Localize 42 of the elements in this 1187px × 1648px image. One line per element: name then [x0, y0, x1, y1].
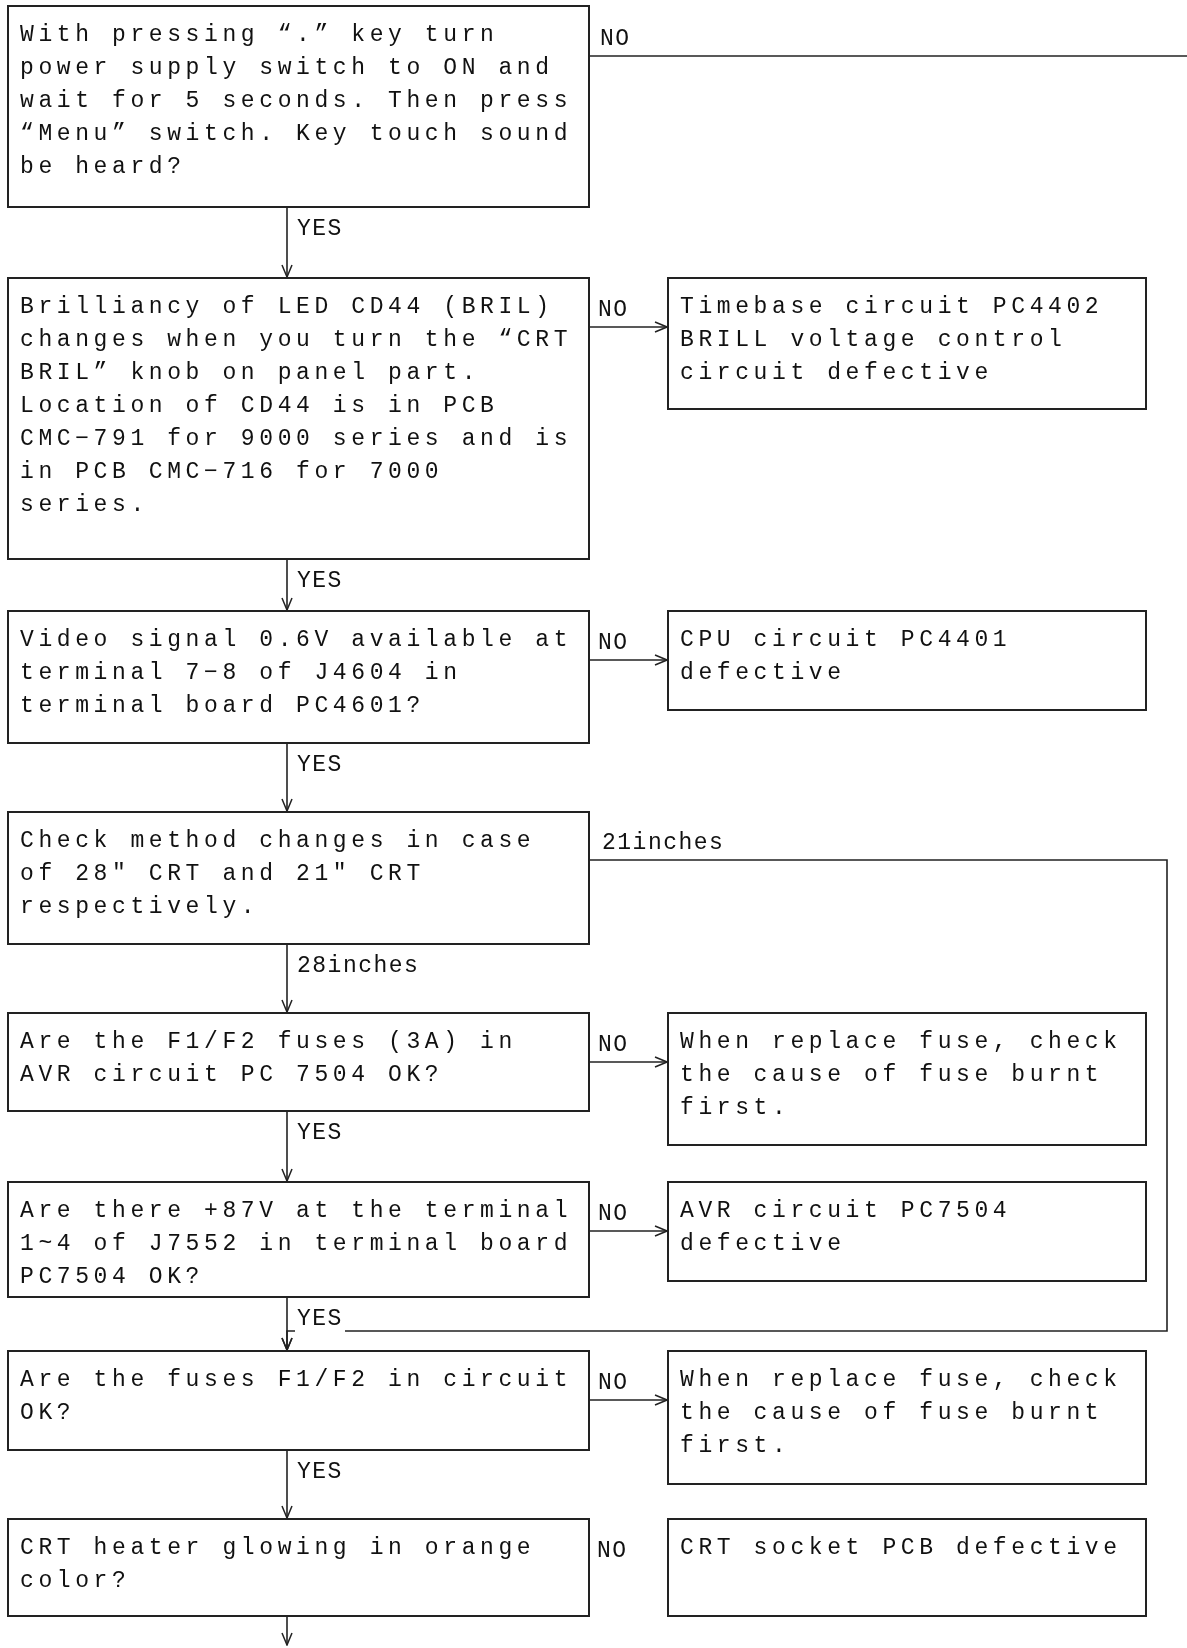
process-box	[7, 811, 590, 945]
arrow	[281, 207, 293, 278]
process-box	[667, 610, 1147, 711]
process-box	[7, 610, 590, 744]
arrow	[589, 1394, 668, 1406]
box-text: Are there +87V at the terminal 1~4 of J7552 in terminal board PC7504 OK?	[20, 1197, 574, 1292]
arrow	[281, 1616, 293, 1646]
box-text: Video signal 0.6V available at terminal 7−8 of J4604 in terminal board PC4601?	[20, 626, 574, 721]
arrow	[281, 1450, 293, 1519]
box-text: Check method changes in case of 28″ CRT and 21″ CRT respectively.	[20, 827, 537, 922]
arrow	[589, 1056, 668, 1068]
arrow	[281, 1111, 293, 1182]
arrow	[589, 1225, 668, 1237]
process-box	[667, 1350, 1147, 1485]
process-box	[7, 277, 590, 560]
edge-label: YES	[295, 1306, 345, 1332]
process-box	[667, 1518, 1147, 1617]
arrow	[281, 944, 293, 1013]
arrow	[281, 1297, 293, 1351]
box-text: CRT heater glowing in orange color?	[20, 1534, 537, 1596]
arrow	[281, 559, 293, 611]
box-text: CPU circuit PC4401 defective	[680, 626, 1013, 688]
arrow	[589, 321, 668, 333]
box-text: Timebase circuit PC4402 BRILL voltage control circuit defective	[680, 293, 1105, 388]
box-text: AVR circuit PC7504 defective	[680, 1197, 1013, 1259]
box-text: When replace fuse, check the cause of fuse burnt first.	[680, 1366, 1123, 1461]
box-text: Are the fuses F1/F2 in circuit OK?	[20, 1366, 574, 1428]
box-text: With pressing “.” key turn power supply switch to ON and wait for 5 seconds. Then press “Menu” switch. Key touch sound be heard?	[20, 21, 574, 182]
process-box	[7, 1518, 590, 1617]
process-box	[7, 1181, 590, 1298]
process-box	[667, 1012, 1147, 1146]
process-box	[7, 1350, 590, 1451]
box-text: When replace fuse, check the cause of fuse burnt first.	[680, 1028, 1123, 1123]
box-text: Are the F1/F2 fuses (3A) in AVR circuit PC 7504 OK?	[20, 1028, 518, 1090]
process-box	[7, 5, 590, 208]
arrow	[589, 654, 668, 666]
process-box	[667, 1181, 1147, 1282]
arrow	[281, 743, 293, 812]
box-text: CRT socket PCB defective	[680, 1534, 1123, 1563]
process-box	[7, 1012, 590, 1112]
box-text: Brilliancy of LED CD44 (BRIL) changes when you turn the “CRT BRIL” knob on panel part. Location of CD44 is in PCB CMC−791 for 9000 series and is in PCB CMC−716 for 7000 series.	[20, 293, 574, 520]
process-box	[667, 277, 1147, 410]
